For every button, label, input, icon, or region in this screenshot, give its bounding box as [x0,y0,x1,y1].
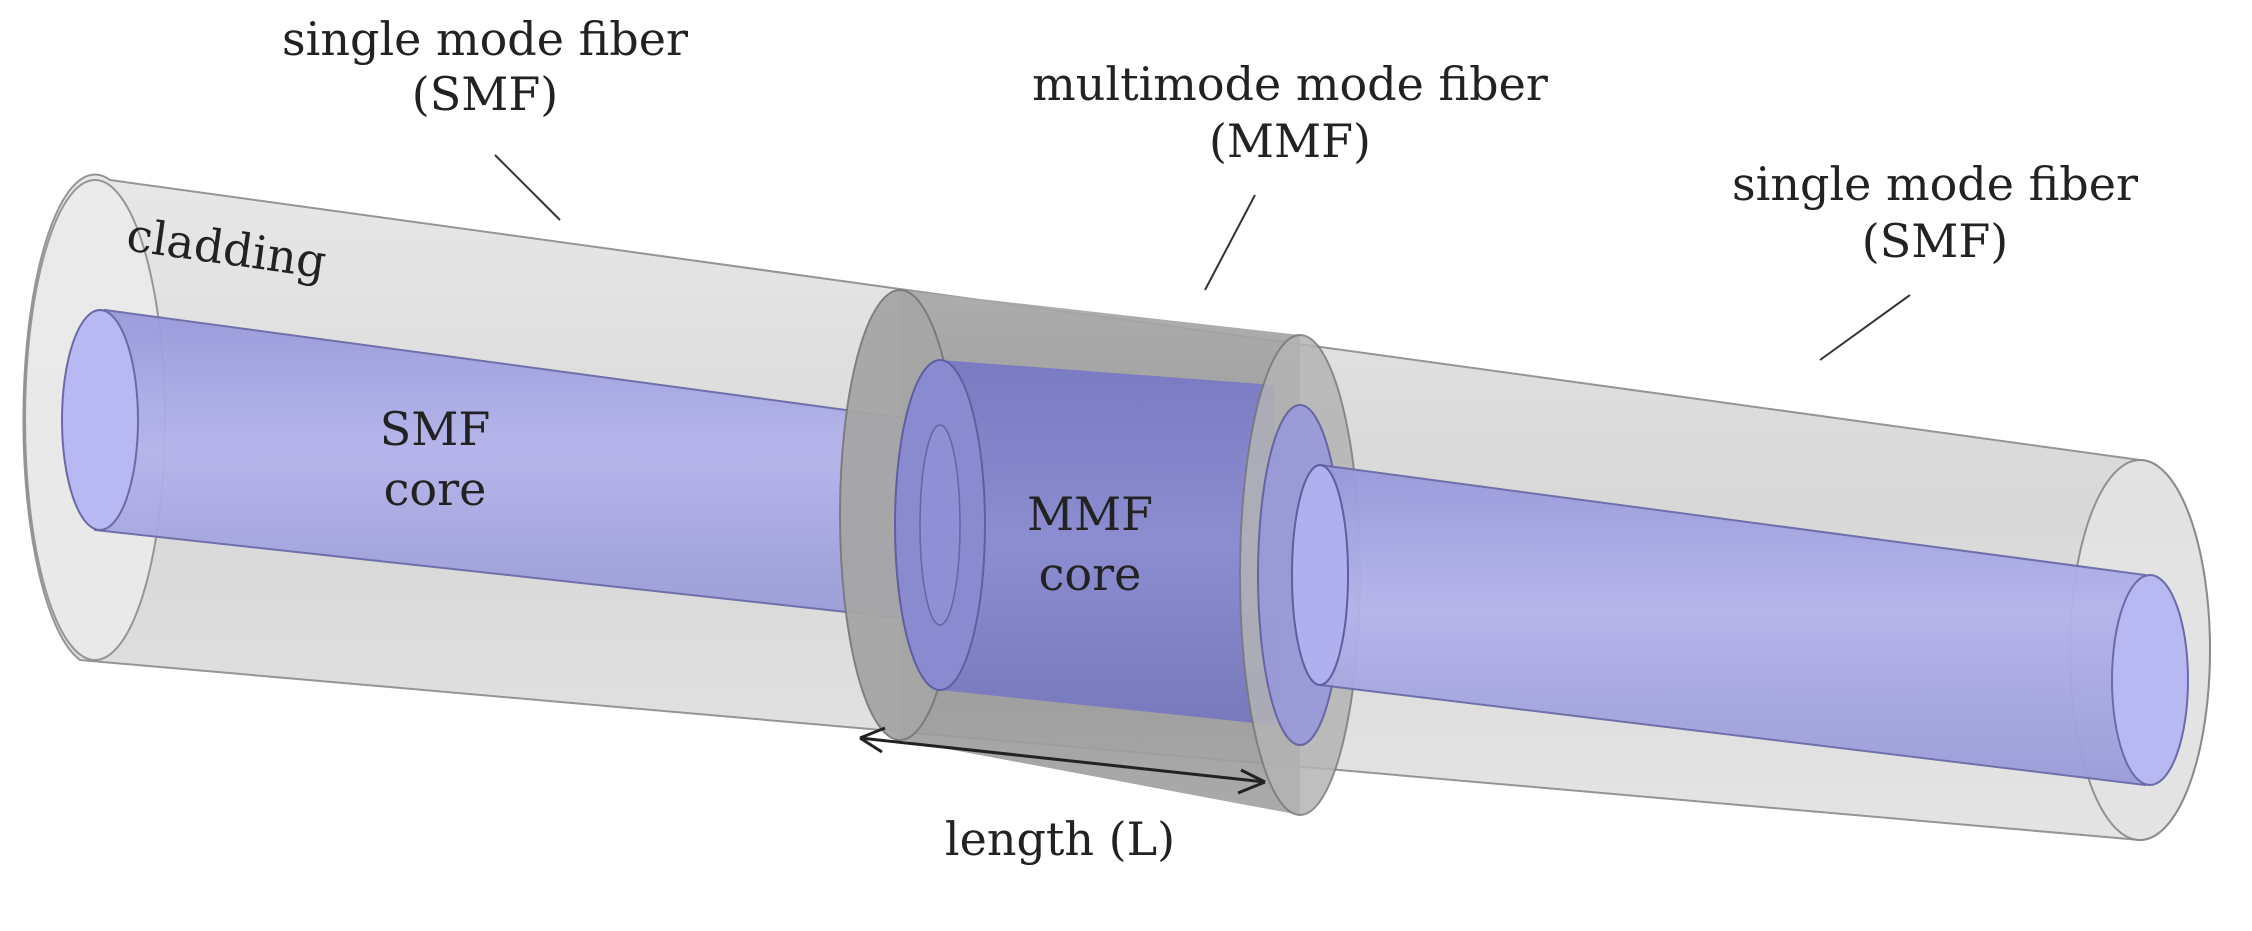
leader-line-mmf [1204,194,1256,291]
leader-line-smf-right [1819,294,1911,361]
label-smf-right-abbr: (SMF) [1862,214,2008,268]
label-mmf-title: multimode mode fiber [1032,57,1548,111]
label-mmf-core-title: MMF [1027,487,1153,541]
label-mmf-core-word: core [1039,547,1142,601]
label-mmf-abbr: (MMF) [1209,114,1371,168]
label-smf-left-abbr: (SMF) [412,67,558,121]
label-length: length (L) [945,812,1175,866]
label-smf-core-word: core [384,462,487,516]
length-arrow [859,726,1266,795]
label-smf-left-title: single mode fiber [282,12,688,66]
label-smf-right-title: single mode fiber [1732,157,2138,211]
leader-line-smf-left [494,154,561,221]
label-smf-core-title: SMF [380,402,491,456]
smf-core-right [1291,463,2189,787]
